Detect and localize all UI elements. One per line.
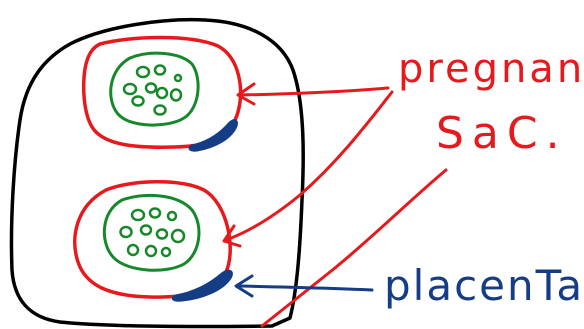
lower-cell [119, 225, 133, 239]
lower-cell [130, 208, 146, 222]
upper-cell [131, 95, 145, 107]
upper-cell [122, 82, 138, 96]
upper-placenta [188, 119, 238, 152]
sac-label-line2: SaC. [436, 108, 568, 159]
lower-sac [73, 180, 232, 299]
upper-cell [135, 65, 151, 79]
upper-cell [173, 73, 183, 83]
lower-cell [148, 207, 162, 219]
upper-cell [169, 88, 183, 102]
uterus-outline [9, 17, 305, 329]
sac-diagonal-line [260, 168, 448, 328]
lower-cell [170, 228, 186, 244]
lower-cell [160, 246, 172, 258]
lower-cell [155, 228, 169, 240]
upper-embryo [109, 51, 200, 127]
lower-embryo-cells [119, 207, 186, 258]
sac-arrow-upper [236, 82, 390, 106]
placenta-label: placenTa [384, 261, 584, 310]
upper-cell [144, 82, 158, 94]
lower-cell [166, 210, 178, 222]
lower-cell [144, 244, 158, 258]
lower-placenta [171, 269, 233, 302]
upper-cell [153, 104, 167, 116]
upper-cell [155, 86, 169, 100]
sac-label-line1: pregnanc [398, 46, 584, 92]
upper-sac [81, 35, 243, 149]
lower-cell [126, 243, 140, 257]
placenta-arrow [234, 274, 374, 298]
upper-embryo-cells [122, 64, 183, 116]
upper-cell [153, 64, 167, 76]
lower-cell [139, 224, 153, 236]
sac-arrow-lower [222, 90, 394, 248]
lower-embryo [102, 193, 201, 272]
